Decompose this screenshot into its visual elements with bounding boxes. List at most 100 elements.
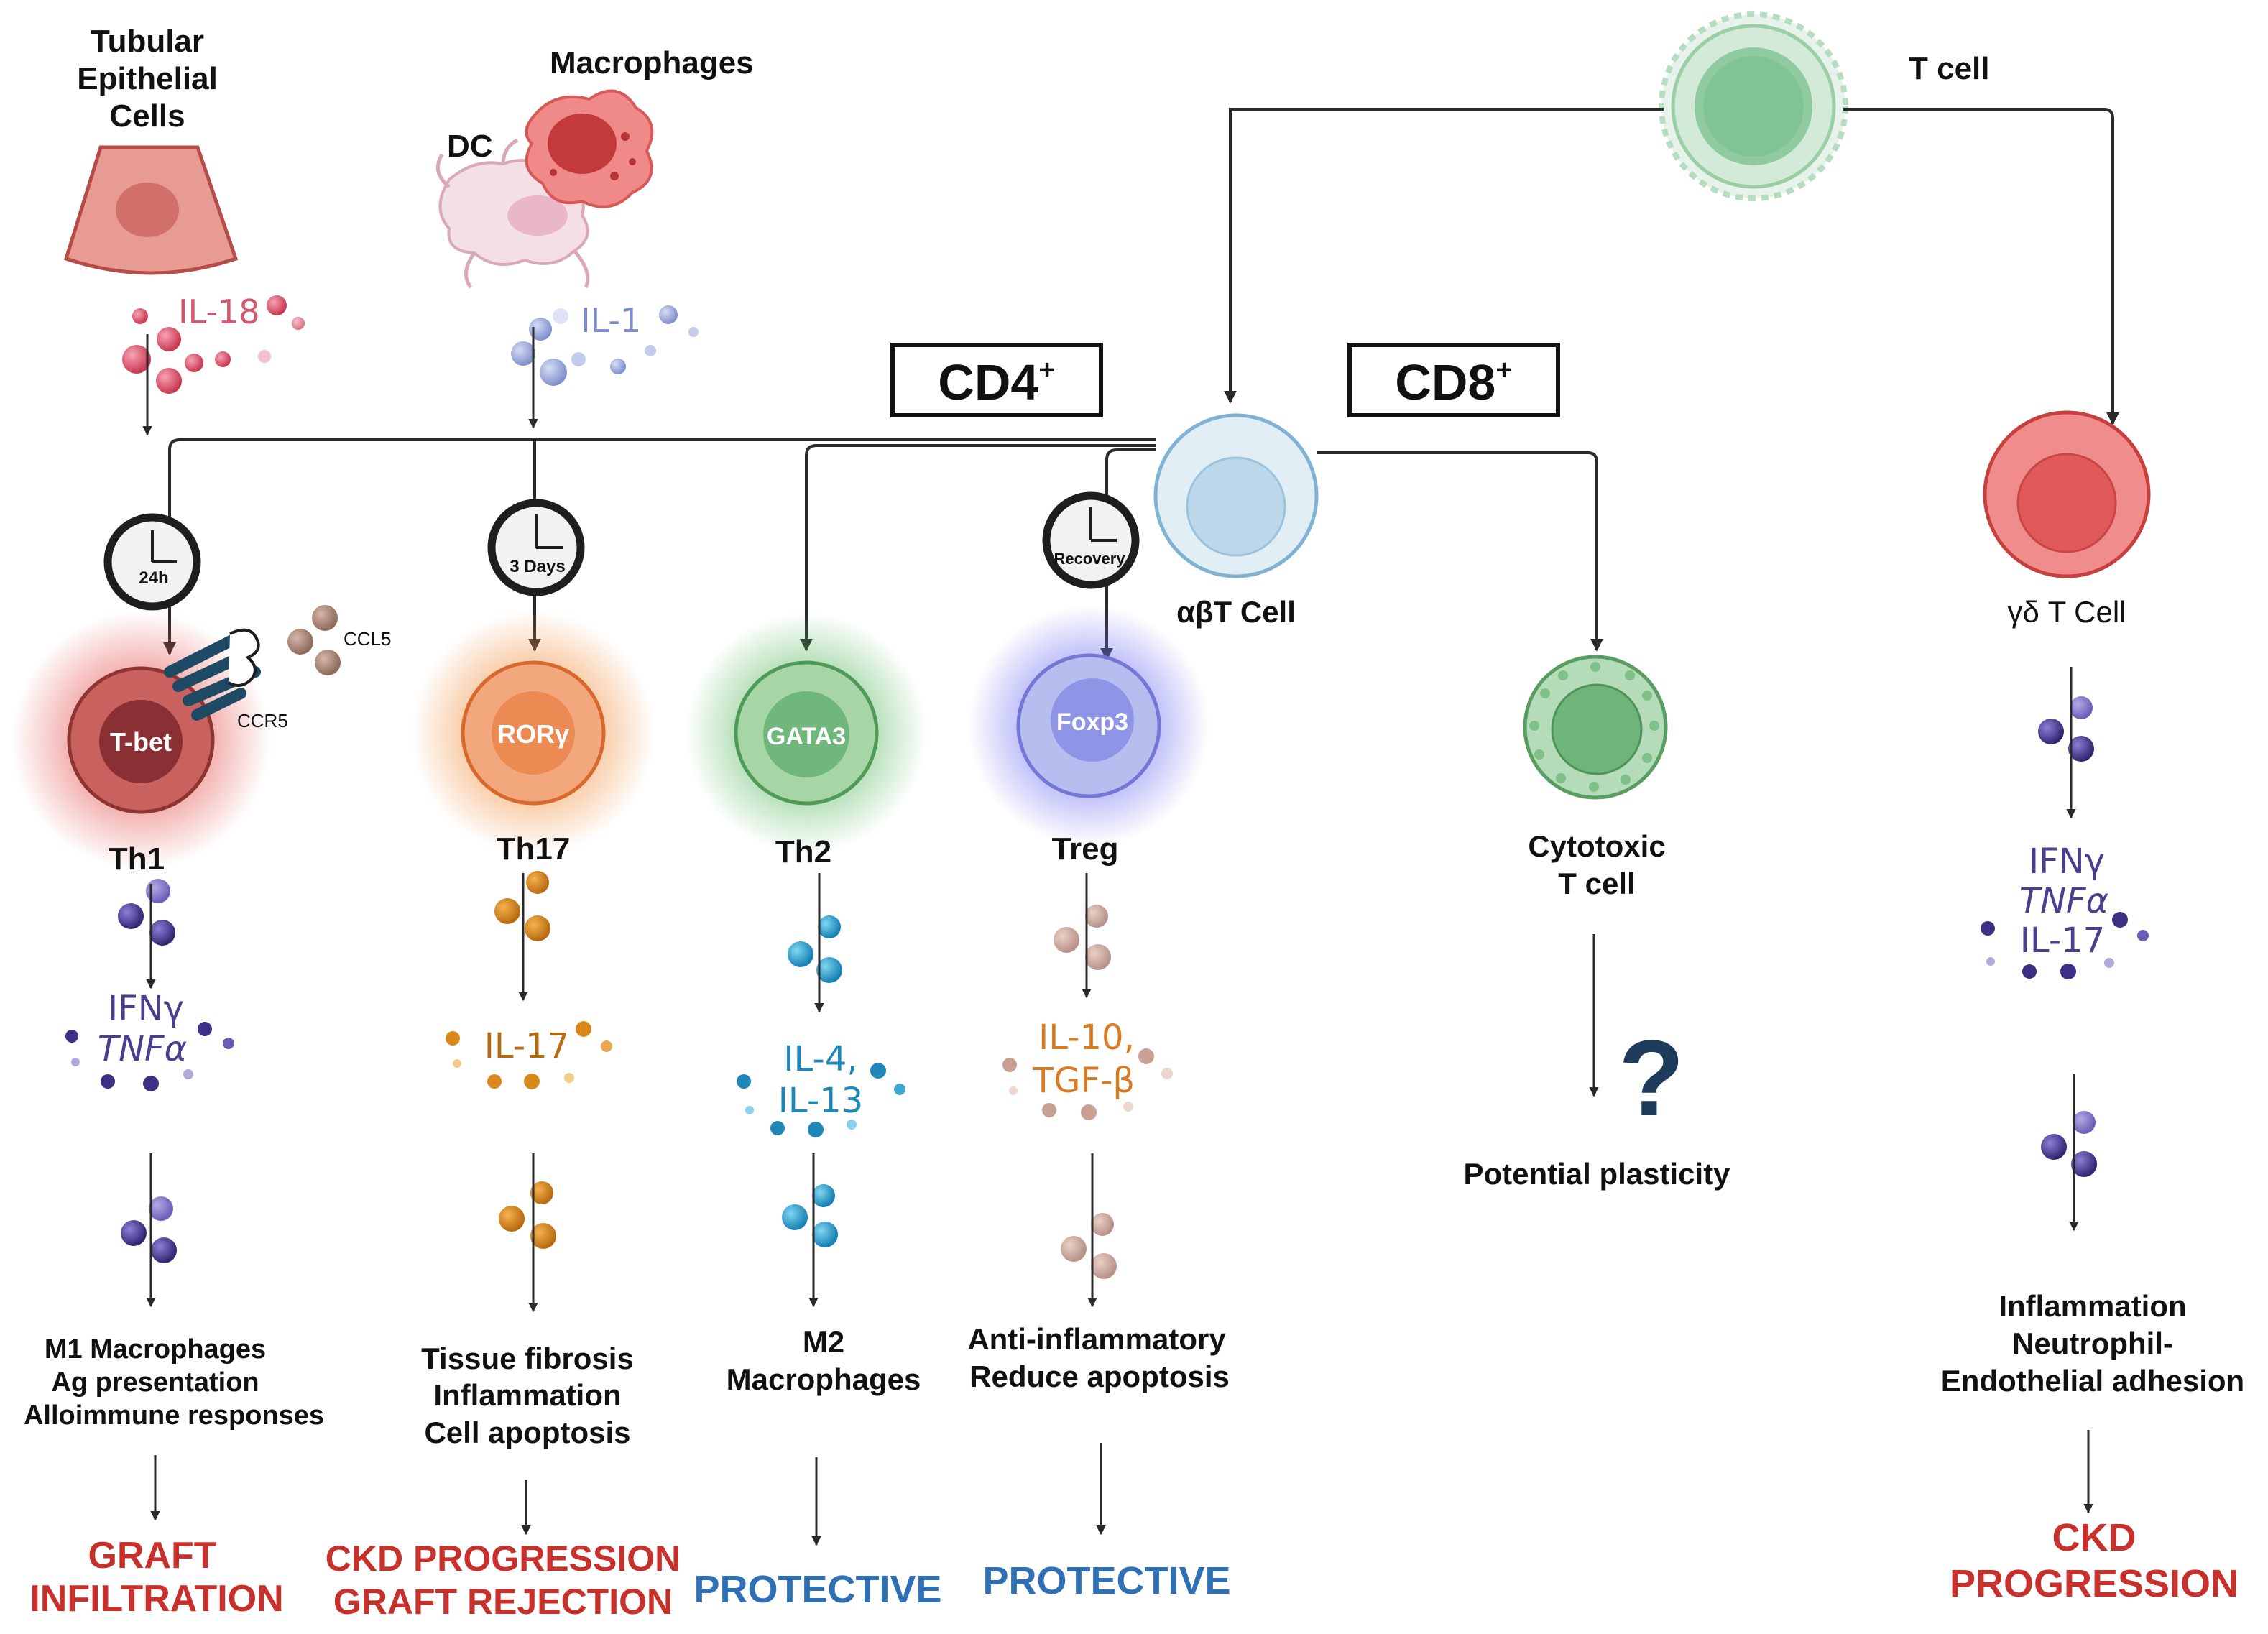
th2-name: Th2 xyxy=(775,834,831,869)
gd-effect-3: Endothelial adhesion xyxy=(1941,1364,2244,1398)
il18-molecules xyxy=(122,295,305,394)
treg-outcome: PROTECTIVE xyxy=(982,1559,1230,1602)
th17-outcome-1: CKD PROGRESSION xyxy=(326,1538,681,1579)
gd-cytokine-1: IFNγ xyxy=(2029,841,2105,882)
rorg-label: RORγ xyxy=(497,719,569,749)
foxp3-label: Foxp3 xyxy=(1056,708,1128,736)
cd8-box: CD8+ xyxy=(1347,343,1560,417)
arrow-tcell-to-ab xyxy=(1224,108,1664,404)
clock-recovery-label: Recovery xyxy=(1054,550,1125,568)
th2-cytokine-2: IL-13 xyxy=(778,1081,863,1121)
question-mark-icon: ? xyxy=(1618,1017,1684,1138)
il18-label: IL-18 xyxy=(178,292,260,331)
bus-to-treg xyxy=(1100,448,1156,661)
th17-cell: RORγ xyxy=(411,611,655,855)
gd-scatter xyxy=(1981,912,2149,979)
bus-to-th2 xyxy=(800,444,1156,652)
treg-effect-2: Reduce apoptosis xyxy=(969,1360,1230,1393)
th1-outcome-1: GRAFT xyxy=(88,1535,216,1577)
th1-cytokine-1: IFNγ xyxy=(108,989,184,1029)
th1-cytokine-balls xyxy=(118,879,175,946)
th17-scatter xyxy=(446,1021,612,1089)
th2-effect-1: M2 xyxy=(803,1325,844,1359)
gd-t-cell-label: γδ T Cell xyxy=(2008,595,2126,629)
th1-effect-1: M1 Macrophages xyxy=(45,1334,266,1365)
th17-cytokine-1: IL-17 xyxy=(484,1026,569,1066)
th2-cell: GATA3 xyxy=(686,612,927,854)
th17-effect-3: Cell apoptosis xyxy=(424,1416,630,1449)
gd-effect-2: Neutrophil- xyxy=(2012,1326,2173,1360)
treg-cell: Foxp3 xyxy=(968,605,1209,846)
th1-name: Th1 xyxy=(109,841,165,877)
clock-24h-icon: 24h xyxy=(103,513,201,611)
clock-24h-label: 24h xyxy=(139,568,168,588)
ccr5-label: CCR5 xyxy=(237,710,288,731)
th1-cytokine-2: TNFα xyxy=(98,1029,187,1069)
gd-cytokine-balls-2 xyxy=(2041,1111,2097,1177)
il1-molecules xyxy=(511,305,699,386)
cd4-sup: + xyxy=(1038,354,1055,386)
il1-label: IL-1 xyxy=(581,301,641,340)
gata3-label: GATA3 xyxy=(767,723,846,750)
svg-text:CD4+: CD4+ xyxy=(938,354,1055,410)
tubular-label-1: Tubular xyxy=(91,24,204,59)
arrow-tcell-to-gd xyxy=(1843,108,2119,425)
cd8-sup: + xyxy=(1495,354,1512,386)
gd-t-cell xyxy=(1983,410,2151,578)
clock-3days-icon: 3 Days xyxy=(487,499,585,596)
ab-t-cell-label: αβT Cell xyxy=(1176,595,1296,629)
th1-scatter xyxy=(65,1022,234,1091)
th2-scatter xyxy=(737,1063,905,1137)
treg-cytokine-1: IL-10, xyxy=(1038,1017,1135,1058)
th17-effect-1: Tissue fibrosis xyxy=(421,1342,634,1375)
ccr5-receptor-icon xyxy=(164,628,261,721)
cytotoxic-label-2: T cell xyxy=(1558,867,1635,900)
th1-outcome-2: INFILTRATION xyxy=(29,1578,283,1620)
clock-3days-label: 3 Days xyxy=(510,557,565,576)
treg-effect-1: Anti-inflammatory xyxy=(967,1322,1226,1356)
treg-cytokine-2: TGF-β xyxy=(1032,1061,1135,1101)
treg-cytokine-balls-2 xyxy=(1061,1213,1117,1279)
ccl5-molecules xyxy=(287,605,341,675)
th2-cytokine-balls xyxy=(788,915,842,983)
t-cell-label: T cell xyxy=(1909,51,1990,86)
cd4-text: CD4 xyxy=(938,354,1038,410)
gd-outcome-1: CKD xyxy=(2052,1516,2136,1559)
th2-outcome: PROTECTIVE xyxy=(693,1568,941,1611)
th1-cytokine-balls-2 xyxy=(121,1196,177,1263)
tbet-label: T-bet xyxy=(110,727,172,757)
th17-effect-2: Inflammation xyxy=(433,1378,621,1412)
cd8-text: CD8 xyxy=(1395,354,1495,410)
cd4-box: CD4+ xyxy=(890,343,1103,417)
th1-effect-2: Ag presentation xyxy=(51,1367,259,1398)
bus-to-th1 xyxy=(163,438,1156,655)
treg-cytokine-balls xyxy=(1054,905,1111,970)
gd-cytokine-balls xyxy=(2038,696,2094,762)
potential-plasticity-label: Potential plasticity xyxy=(1463,1157,1730,1191)
macrophage-cell xyxy=(525,89,654,208)
ab-t-cell xyxy=(1153,413,1319,578)
dc-label: DC xyxy=(447,129,493,164)
th17-outcome-2: GRAFT REJECTION xyxy=(333,1582,673,1622)
macrophages-label: Macrophages xyxy=(550,45,754,80)
th17-name: Th17 xyxy=(497,831,571,867)
t-cell-source xyxy=(1659,11,1848,201)
tubular-label-3: Cells xyxy=(109,98,185,134)
gd-cytokine-2: TNFα xyxy=(2019,881,2108,921)
gd-cytokine-3: IL-17 xyxy=(2020,920,2105,961)
treg-scatter xyxy=(1002,1048,1173,1120)
th2-cytokine-1: IL-4, xyxy=(783,1039,857,1079)
svg-text:CD8+: CD8+ xyxy=(1395,354,1512,410)
cytotoxic-label-1: Cytotoxic xyxy=(1528,829,1665,863)
arrow-to-cytotoxic xyxy=(1317,451,1603,652)
th2-effect-2: Macrophages xyxy=(727,1362,921,1396)
tubular-epithelial-cell xyxy=(63,145,239,275)
th2-cytokine-balls-2 xyxy=(782,1184,838,1247)
th1-effect-3: Alloimmune responses xyxy=(24,1400,324,1431)
cytotoxic-t-cell xyxy=(1523,655,1668,800)
ccl5-label: CCL5 xyxy=(344,628,391,650)
tubular-label-2: Epithelial xyxy=(77,61,218,96)
th17-cytokine-balls xyxy=(494,871,550,941)
gd-effect-1: Inflammation xyxy=(1999,1289,2186,1323)
